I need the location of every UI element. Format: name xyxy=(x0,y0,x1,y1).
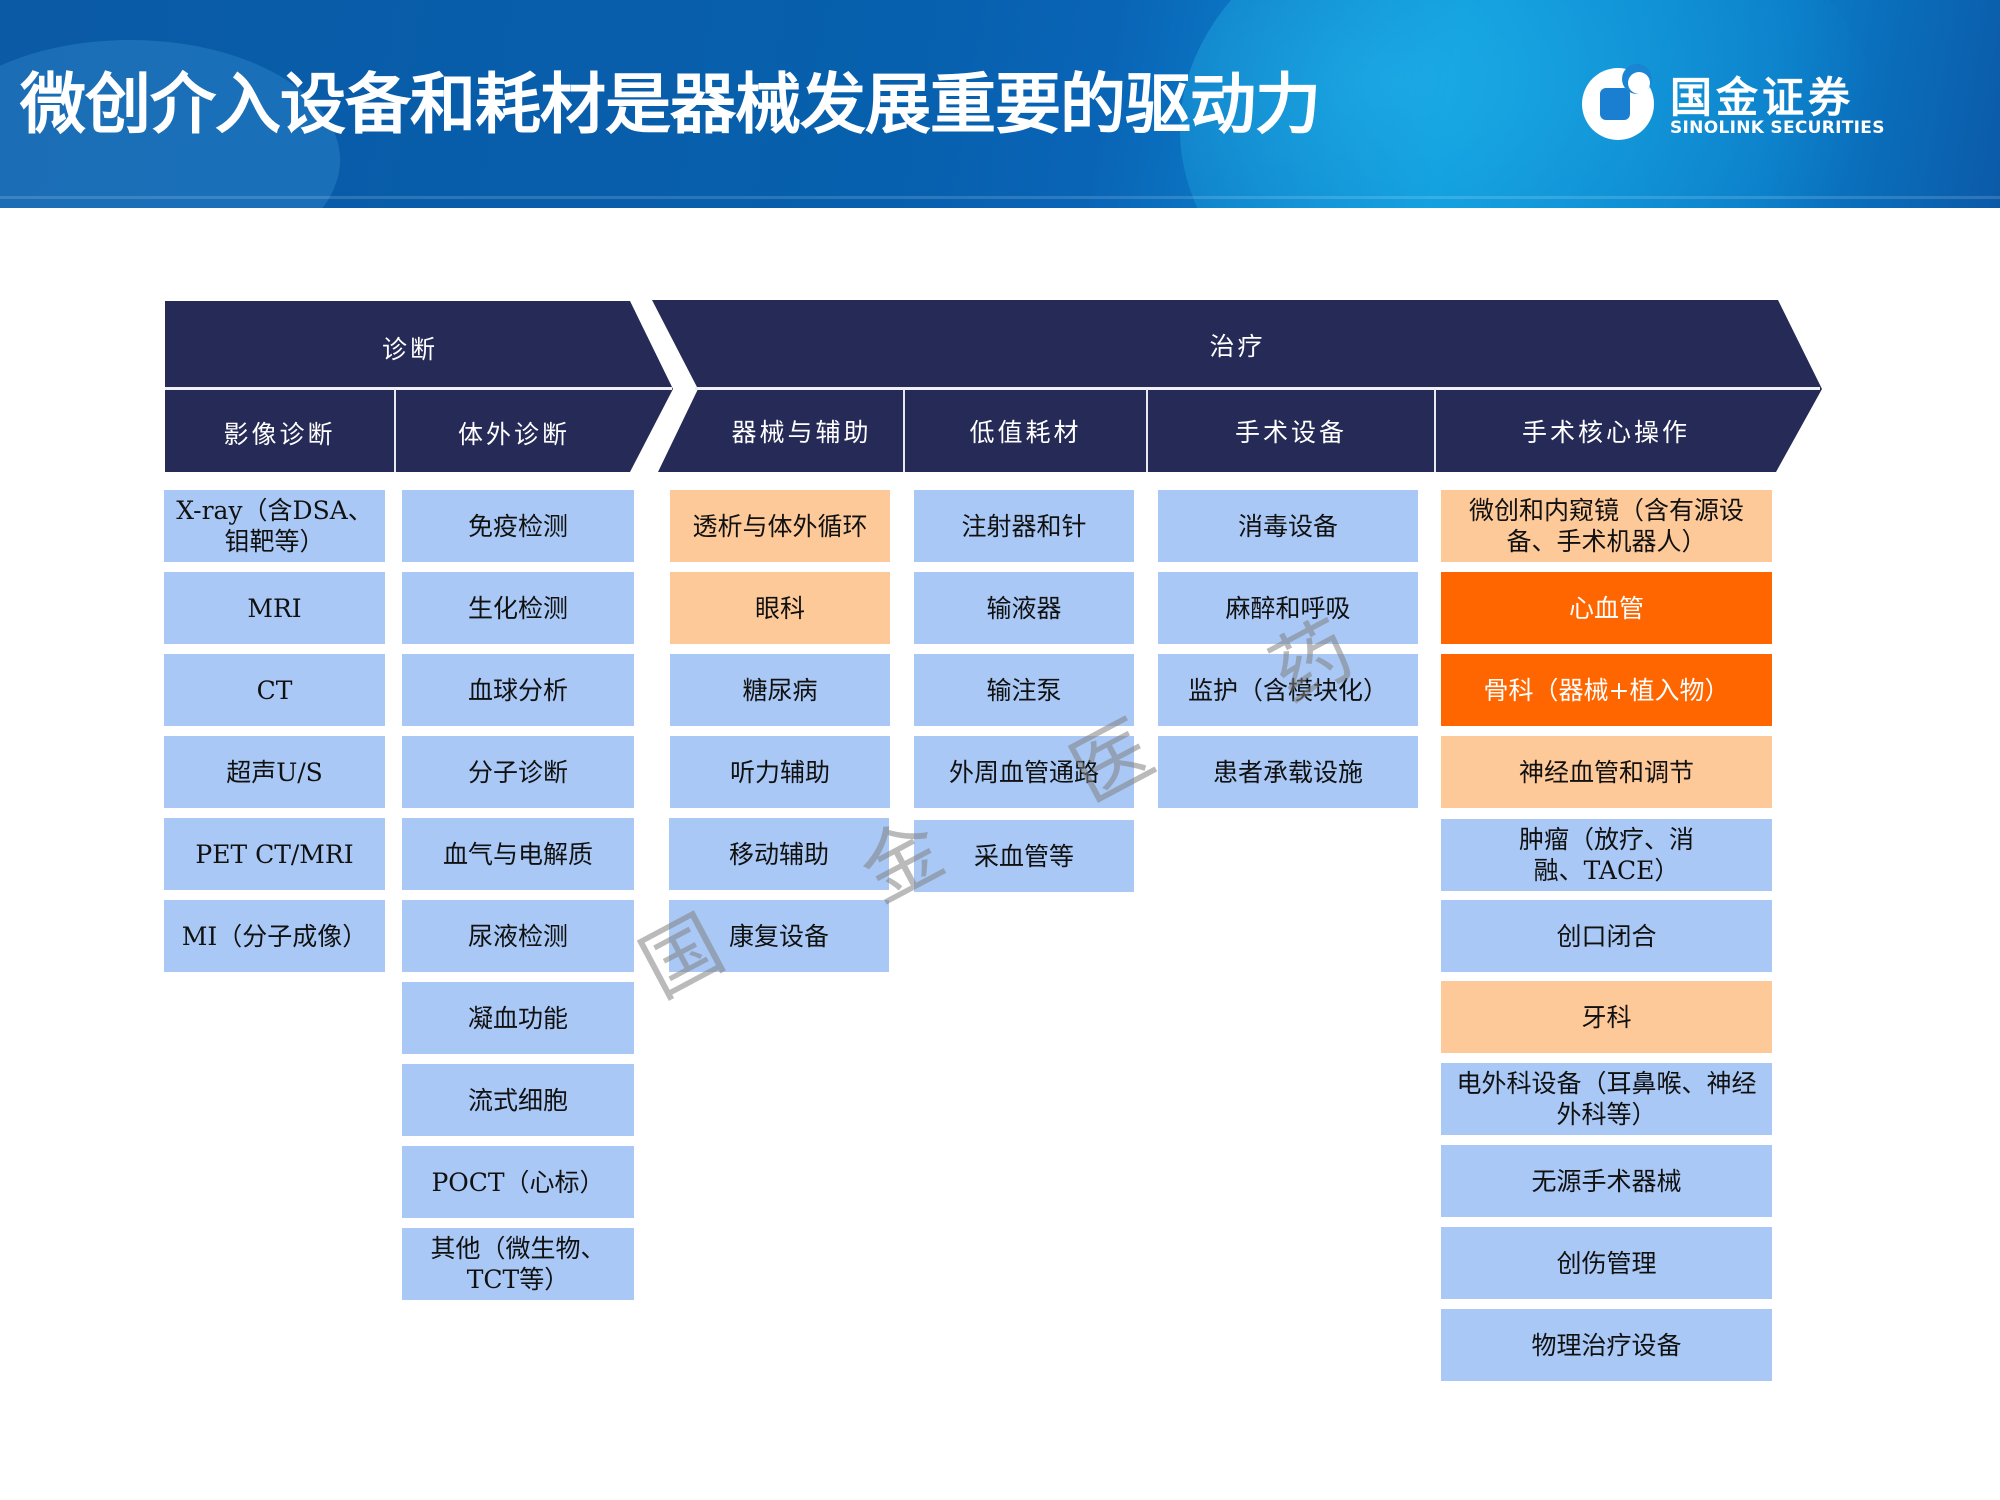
header-row-divider xyxy=(165,387,672,390)
item-cell: 物理治疗设备 xyxy=(1441,1309,1772,1381)
logo-name-cn: 国金证券 xyxy=(1670,73,1855,122)
item-cell: 肿瘤（放疗、消融、TACE） xyxy=(1441,819,1772,891)
item-cell: 输液器 xyxy=(914,572,1134,644)
subcategory-imaging: 影像诊断 xyxy=(223,420,336,449)
page-title: 微创介入设备和耗材是器械发展重要的驱动力 xyxy=(20,66,1321,143)
stage-label-diagnosis: 诊断 xyxy=(381,335,438,364)
item-cell: 其他（微生物、TCT等） xyxy=(402,1228,634,1300)
item-cell: 超声U/S xyxy=(164,736,385,808)
column-divider xyxy=(1146,389,1148,472)
item-cell: 流式细胞 xyxy=(402,1064,634,1136)
subcategory-core-surgical-ops: 手术核心操作 xyxy=(1521,418,1690,447)
item-cell: 糖尿病 xyxy=(670,654,890,726)
item-cell: 微创和内窥镜（含有源设备、手术机器人） xyxy=(1441,490,1772,562)
item-cell: 听力辅助 xyxy=(670,736,890,808)
item-cell: POCT（心标） xyxy=(402,1146,634,1218)
column-divider xyxy=(394,389,396,472)
item-cell: 电外科设备（耳鼻喉、神经外科等） xyxy=(1441,1063,1772,1135)
sinolink-logo: 国金证券 SINOLINK SECURITIES xyxy=(1582,64,1912,148)
subcategory-devices-aids: 器械与辅助 xyxy=(731,418,872,447)
item-cell: CT xyxy=(164,654,385,726)
item-cell: 输注泵 xyxy=(914,654,1134,726)
item-cell: 牙科 xyxy=(1441,981,1772,1053)
item-cell-highlight: 心血管 xyxy=(1441,572,1772,644)
header-row-divider xyxy=(695,387,1820,390)
item-cell: 分子诊断 xyxy=(402,736,634,808)
subcategory-ivd: 体外诊断 xyxy=(457,420,570,449)
column-divider xyxy=(1434,389,1436,472)
item-cell: 创口闭合 xyxy=(1441,900,1772,972)
item-cell: PET CT/MRI xyxy=(164,818,385,890)
item-cell: 神经血管和调节 xyxy=(1441,736,1772,808)
item-cell: MI（分子成像） xyxy=(164,900,385,972)
item-cell: 麻醉和呼吸 xyxy=(1158,572,1418,644)
stage-label-treatment: 治疗 xyxy=(1209,332,1266,361)
subcategory-low-value-consumables: 低值耗材 xyxy=(969,418,1082,447)
item-cell: 凝血功能 xyxy=(402,982,634,1054)
title-banner: 微创介入设备和耗材是器械发展重要的驱动力 国金证券 SINOLINK SECUR… xyxy=(0,0,2000,208)
item-cell: 尿液检测 xyxy=(402,900,634,972)
item-cell: 康复设备 xyxy=(669,900,889,972)
banner-decoration xyxy=(1180,0,1880,208)
item-cell: 消毒设备 xyxy=(1158,490,1418,562)
sinolink-logo-icon xyxy=(1582,64,1654,140)
item-cell: 移动辅助 xyxy=(669,818,889,890)
item-cell: 生化检测 xyxy=(402,572,634,644)
treatment-chevron xyxy=(652,300,1822,472)
item-cell-highlight: 骨科（器械+植入物） xyxy=(1441,654,1772,726)
logo-name-en: SINOLINK SECURITIES xyxy=(1670,118,1885,138)
banner-divider xyxy=(0,196,2000,199)
item-cell: X-ray（含DSA、钼靶等） xyxy=(164,490,385,562)
item-cell: 创伤管理 xyxy=(1441,1227,1772,1299)
item-cell: 血球分析 xyxy=(402,654,634,726)
item-cell: 注射器和针 xyxy=(914,490,1134,562)
subcategory-surgical-equipment: 手术设备 xyxy=(1234,418,1347,447)
column-divider xyxy=(903,389,905,472)
item-cell: 无源手术器械 xyxy=(1441,1145,1772,1217)
item-cell: 患者承载设施 xyxy=(1158,736,1418,808)
item-cell: 监护（含模块化） xyxy=(1158,654,1418,726)
item-cell: 血气与电解质 xyxy=(402,818,634,890)
item-cell: 采血管等 xyxy=(914,820,1134,892)
item-cell: 透析与体外循环 xyxy=(670,490,890,562)
diagnosis-chevron xyxy=(165,301,673,472)
item-cell: 眼科 xyxy=(670,572,890,644)
item-cell: MRI xyxy=(164,572,385,644)
item-cell: 免疫检测 xyxy=(402,490,634,562)
item-cell: 外周血管通路 xyxy=(914,736,1134,808)
